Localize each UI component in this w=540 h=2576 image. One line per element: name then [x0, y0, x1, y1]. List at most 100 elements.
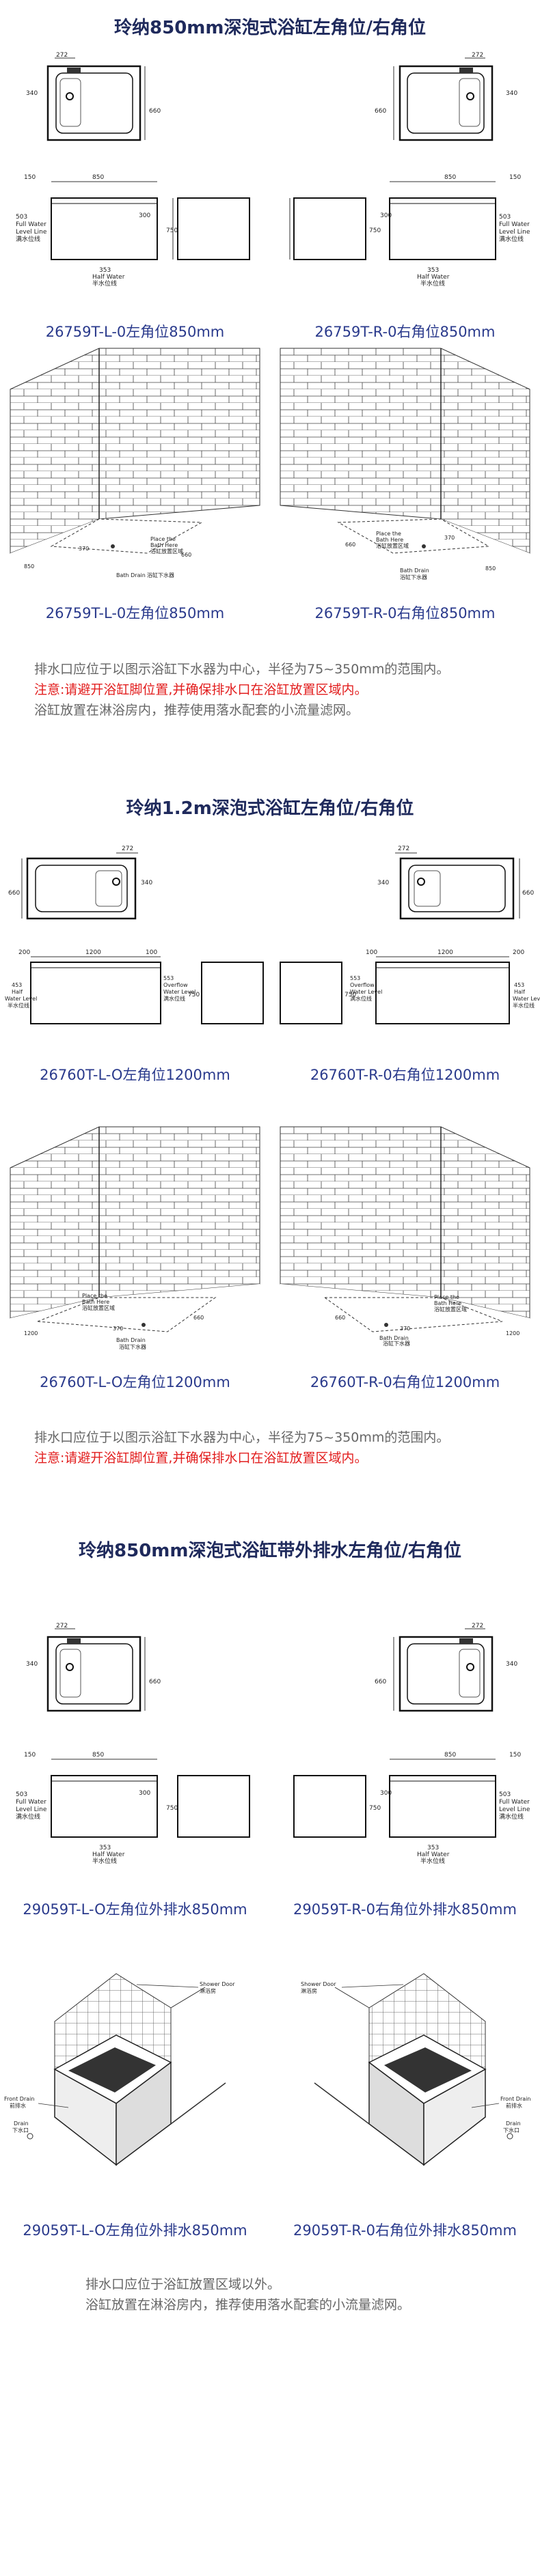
note-line: 排水口应位于以图示浴缸下水器为中心，半径为75~350mm的范围内。 — [34, 662, 450, 677]
svg-text:满水位线: 满水位线 — [499, 235, 524, 243]
svg-text:Bath Drain: Bath Drain — [116, 1337, 146, 1343]
svg-text:1200: 1200 — [437, 949, 453, 956]
svg-text:浴缸下水器: 浴缸下水器 — [383, 1340, 410, 1347]
plan-view-left-1200: 272 340 660 — [8, 845, 152, 920]
svg-text:Half: Half — [514, 989, 525, 995]
svg-text:Place the: Place the — [150, 536, 176, 542]
svg-text:850: 850 — [92, 1752, 104, 1759]
svg-text:1200: 1200 — [85, 949, 101, 956]
svg-text:Drain: Drain — [14, 2120, 29, 2127]
svg-text:353: 353 — [99, 267, 111, 274]
elevation-right-1200: 750 100 1200 200 553 Overflow Water Leve… — [280, 949, 540, 1024]
note-line-warning: 注意:请避开浴缸脚位置,并确保排水口在浴缸放置区域内。 — [34, 1451, 368, 1466]
notes-section-3: 排水口应位于浴缸放置区域以外。 浴缸放置在淋浴房内，推荐使用落水配套的小流量滤网… — [85, 2274, 540, 2315]
svg-text:272: 272 — [56, 1623, 68, 1629]
svg-text:750: 750 — [188, 992, 200, 998]
svg-text:浴缸下水器: 浴缸下水器 — [119, 1343, 146, 1350]
svg-text:Front Drain: Front Drain — [500, 2096, 530, 2102]
svg-text:Shower Door: Shower Door — [200, 1981, 235, 1987]
svg-text:满水位线: 满水位线 — [499, 1812, 524, 1821]
svg-text:850: 850 — [92, 174, 104, 181]
elevation-left-29059: 850 150 503 Full Water Level Line 满水位线 3… — [16, 1752, 250, 1865]
svg-text:340: 340 — [141, 880, 152, 886]
plan-view-right-29059: 272 340 660 — [375, 1623, 517, 1712]
svg-text:150: 150 — [509, 1752, 521, 1759]
svg-text:660: 660 — [335, 1315, 345, 1321]
svg-text:660: 660 — [8, 890, 20, 897]
note-line: 排水口应位于以图示浴缸下水器为中心，半径为75~350mm的范围内。 — [34, 1430, 450, 1445]
svg-text:300: 300 — [139, 1790, 150, 1797]
svg-text:Bath Drain: Bath Drain — [400, 568, 429, 574]
svg-text:503: 503 — [499, 214, 511, 221]
svg-text:340: 340 — [26, 90, 38, 97]
svg-text:下水口: 下水口 — [12, 2127, 29, 2133]
plan-view-right-1200: 272 340 660 — [377, 845, 534, 920]
svg-text:300: 300 — [139, 212, 150, 219]
svg-text:200: 200 — [513, 949, 524, 956]
caption-29059-r: 29059T-R-0右角位外排水850mm — [293, 1901, 517, 1918]
svg-text:100: 100 — [366, 949, 377, 956]
svg-text:半水位线: 半水位线 — [420, 1857, 445, 1865]
svg-text:150: 150 — [24, 174, 36, 181]
svg-text:272: 272 — [472, 52, 483, 59]
svg-text:Bath Here: Bath Here — [150, 542, 178, 548]
svg-text:353: 353 — [427, 267, 439, 274]
caption-26760-r: 26760T-R-0右角位1200mm — [310, 1067, 500, 1083]
svg-text:Bath Drain: Bath Drain — [379, 1335, 409, 1341]
shower-room-left-29059: Shower Door 淋浴房 Front Drain 前排水 Drain 下水… — [4, 1973, 235, 2166]
note-line: 浴缸放置在淋浴房内，推荐使用落水配套的小流量滤网。 — [85, 2297, 411, 2312]
svg-text:660: 660 — [345, 542, 355, 548]
svg-text:660: 660 — [149, 108, 161, 115]
plan-view-right-850: 272 340 660 — [375, 52, 517, 141]
svg-text:Water Level: Water Level — [5, 996, 37, 1002]
svg-text:Place the: Place the — [82, 1293, 107, 1299]
svg-text:750: 750 — [369, 1805, 381, 1812]
caption2-26760-l: 26760T-L-O左角位1200mm — [40, 1374, 230, 1390]
svg-text:660: 660 — [181, 552, 191, 558]
svg-text:半水位线: 半水位线 — [92, 279, 117, 288]
svg-text:850: 850 — [444, 1752, 456, 1759]
notes-section-1: 排水口应位于以图示浴缸下水器为中心，半径为75~350mm的范围内。 注意:请避… — [34, 659, 526, 720]
svg-text:Bath Here: Bath Here — [434, 1300, 461, 1306]
plan-view-left-29059: 272 340 660 — [26, 1623, 161, 1712]
svg-text:Overflow: Overflow — [163, 982, 188, 988]
svg-text:满水位线: 满水位线 — [350, 995, 372, 1002]
svg-text:503: 503 — [499, 1791, 511, 1798]
svg-text:370: 370 — [79, 546, 89, 552]
svg-text:300: 300 — [380, 212, 392, 219]
svg-text:前排水: 前排水 — [10, 2102, 26, 2109]
svg-text:Place the: Place the — [434, 1294, 459, 1300]
svg-text:750: 750 — [166, 227, 178, 234]
svg-text:浴缸放置区域: 浴缸放置区域 — [434, 1306, 467, 1313]
shower-room-right-29059: Shower Door 淋浴房 Front Drain 前排水 Drain 下水… — [301, 1973, 530, 2166]
svg-text:660: 660 — [193, 1315, 204, 1321]
note-line-warning: 注意:请避开浴缸脚位置,并确保排水口在浴缸放置区域内。 — [34, 682, 368, 697]
svg-text:浴缸放置区域: 浴缸放置区域 — [82, 1304, 115, 1311]
svg-text:Full Water: Full Water — [16, 1799, 46, 1806]
svg-text:半水位线: 半水位线 — [420, 279, 445, 288]
svg-text:Water Level: Water Level — [350, 989, 382, 995]
elevation-left-850: 850 150 503 Full Water Level Line 满水位线 3… — [16, 174, 250, 288]
svg-text:272: 272 — [56, 52, 68, 59]
svg-text:浴缸放置区域: 浴缸放置区域 — [376, 542, 409, 549]
note-line: 浴缸放置在淋浴房内，推荐使用落水配套的小流量滤网。 — [34, 703, 360, 718]
note-line: 排水口应位于浴缸放置区域以外。 — [85, 2277, 281, 2292]
svg-text:750: 750 — [166, 1805, 178, 1812]
svg-text:340: 340 — [506, 1661, 517, 1668]
svg-text:Level Line: Level Line — [499, 229, 530, 236]
svg-text:340: 340 — [26, 1661, 38, 1668]
svg-text:272: 272 — [472, 1623, 483, 1629]
svg-text:1200: 1200 — [506, 1330, 519, 1336]
svg-text:浴缸下水器: 浴缸下水器 — [147, 572, 174, 578]
svg-text:Water Level: Water Level — [163, 989, 195, 995]
svg-text:453: 453 — [12, 982, 22, 988]
svg-text:300: 300 — [380, 1790, 392, 1797]
svg-text:Level Line: Level Line — [499, 1806, 530, 1813]
svg-text:660: 660 — [375, 1679, 386, 1685]
svg-text:150: 150 — [24, 1752, 36, 1759]
svg-text:503: 503 — [16, 1791, 27, 1798]
elevation-left-1200: 200 1200 100 453 Half Water Level 半水位线 5… — [5, 949, 264, 1024]
svg-text:Full Water: Full Water — [16, 221, 46, 228]
caption2-26759-r: 26759T-R-0右角位850mm — [314, 605, 496, 621]
svg-text:前排水: 前排水 — [506, 2102, 522, 2109]
